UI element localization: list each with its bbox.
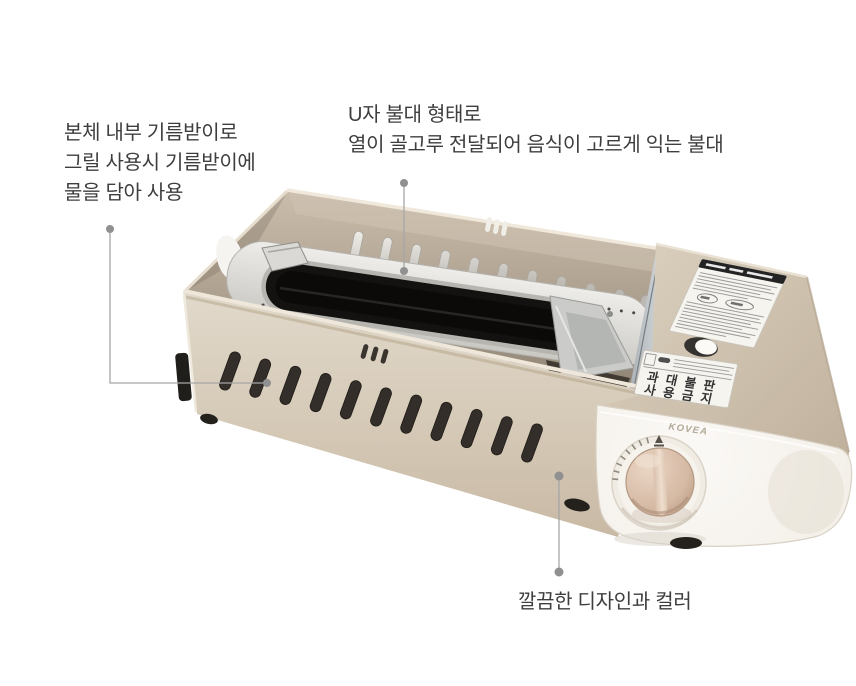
end-cap: KOVEA (595, 404, 853, 549)
dial-tick-marks (612, 437, 650, 481)
burner-clamp (261, 241, 309, 272)
stove-front-face (175, 289, 651, 537)
callout-burner: U자 불대 형태로 열이 골고루 전달되어 음식이 고르게 익는 불대 (348, 100, 724, 160)
annotation-lines (106, 179, 564, 577)
callout-grease-tray-line3: 물을 담아 사용 (64, 182, 184, 204)
leader-burner (400, 179, 408, 275)
front-vent-slots (219, 351, 543, 463)
certification-marks (696, 293, 754, 311)
leader-grease-tray (106, 225, 271, 387)
control-dial (611, 435, 707, 531)
back-vent-slits (485, 217, 508, 237)
callout-design-line1: 깔끔한 디자인과 컬러 (518, 591, 692, 613)
side-latch-tab (175, 352, 192, 402)
callout-design: 깔끔한 디자인과 컬러 (518, 587, 692, 617)
control-panel: 과대불판 사용금지 (597, 242, 850, 496)
brand-logo: KOVEA (668, 421, 709, 437)
callout-grease-tray: 본체 내부 기름받이로 그릴 사용시 기름받이에 물을 담아 사용 (64, 118, 256, 208)
ignition-mark-icon (654, 435, 664, 447)
callout-grease-tray-line2: 그릴 사용시 기름받이에 (64, 152, 256, 174)
callout-grease-tray-line1: 본체 내부 기름받이로 (64, 122, 238, 144)
foot-cap (670, 537, 702, 549)
leader-design (554, 471, 564, 577)
cartridge-lever-hole (684, 337, 718, 357)
foot-right (564, 498, 590, 512)
caution-label (669, 258, 787, 349)
callout-burner-line2: 열이 골고루 전달되어 음식이 고르게 익는 불대 (348, 134, 724, 156)
foot-left (200, 413, 218, 425)
warning-label: 과대불판 사용금지 (633, 349, 739, 409)
front-vent-slits (360, 344, 389, 364)
callout-burner-line1: U자 불대 형태로 (348, 104, 482, 126)
